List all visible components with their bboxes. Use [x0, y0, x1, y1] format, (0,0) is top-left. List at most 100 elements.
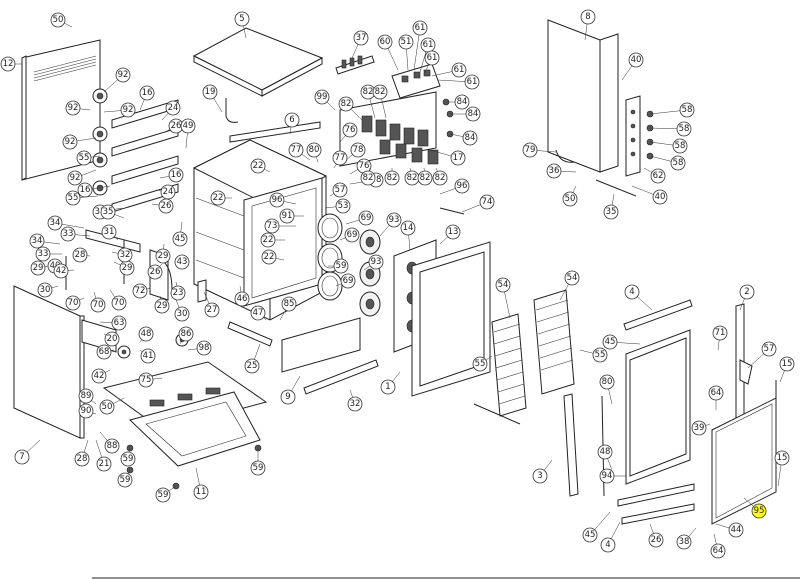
callout-bubble	[30, 260, 46, 276]
callout-label: 98	[199, 343, 210, 353]
callout-label: 80	[602, 377, 613, 387]
callout-bubble	[495, 277, 511, 293]
callout-22: 22	[250, 158, 271, 174]
callout-label: 55	[475, 359, 486, 369]
callout-label: 68	[99, 347, 110, 357]
callout-bubble	[670, 155, 686, 171]
callout-29: 29	[113, 260, 135, 276]
callout-label: 44	[731, 525, 742, 535]
callout-32: 32	[111, 247, 133, 263]
callout-bubble	[761, 341, 777, 357]
callout-bubble	[261, 249, 277, 265]
callout-bubble	[384, 170, 400, 186]
callout-bubble	[193, 484, 209, 500]
callout-label: 99	[317, 92, 328, 102]
callout-label: 4	[629, 287, 634, 297]
callout-42: 42	[53, 263, 75, 279]
callout-29: 29	[154, 295, 170, 314]
callout-31: 31	[101, 224, 119, 241]
callout-label: 3	[537, 471, 542, 481]
callout-41: 41	[139, 348, 156, 364]
callout-label: 85	[284, 299, 295, 309]
callout-label: 32	[350, 399, 361, 409]
callout-bubble	[72, 247, 88, 263]
callout-59: 59	[328, 258, 349, 274]
callout-82: 82	[360, 84, 376, 119]
callout-13: 13	[439, 224, 461, 245]
callout-57: 57	[747, 341, 777, 369]
callout-bubble	[333, 258, 349, 274]
callout-label: 96	[457, 181, 468, 191]
callout-bubble	[117, 472, 133, 488]
callout-4: 4	[624, 284, 653, 311]
callout-bubble	[78, 403, 94, 419]
strip-32	[303, 359, 379, 395]
callout-89: 89	[78, 388, 97, 405]
callout-label: 59	[158, 490, 169, 500]
callout-label: 29	[157, 301, 168, 311]
callout-bubble	[76, 150, 92, 166]
callout-bubble	[111, 295, 127, 311]
callout-55: 55	[76, 150, 101, 166]
callout-label: 34	[32, 236, 43, 246]
callout-40: 40	[631, 185, 668, 205]
callout-label: 96	[272, 195, 283, 205]
callout-77: 77	[288, 142, 311, 161]
callout-label: 42	[94, 371, 105, 381]
callout-bubble	[284, 112, 300, 128]
callout-label: 24	[163, 187, 174, 197]
callout-bubble	[104, 438, 120, 454]
callout-43: 43	[174, 254, 190, 270]
callout-label: 82	[375, 87, 386, 97]
callout-bubble	[104, 331, 120, 347]
callout-bubble	[628, 52, 644, 68]
callout-14: 14	[400, 220, 416, 251]
callout-82: 82	[417, 167, 433, 186]
callout-bubble	[99, 399, 115, 415]
callout-label: 15	[782, 359, 793, 369]
callout-94: 94	[599, 468, 626, 484]
callout-bubble	[204, 302, 220, 318]
callout-bubble	[100, 204, 116, 220]
callout-bubble	[412, 20, 428, 36]
callout-label: 38	[679, 537, 690, 547]
callout-bubble	[368, 254, 384, 270]
callout-label: 50	[53, 15, 64, 25]
callout-bubble	[260, 232, 276, 248]
callout-bubble	[377, 34, 393, 50]
callout-label: 78	[371, 175, 382, 185]
callout-label: 29	[33, 263, 44, 273]
callout-label: 71	[715, 328, 726, 338]
callout-44: 44	[715, 522, 744, 538]
callout-bubble	[624, 284, 640, 300]
callout-label: 84	[465, 133, 476, 143]
callout-1: 1	[380, 371, 401, 395]
callout-label: 50	[102, 402, 113, 412]
callout-label: 92	[70, 173, 81, 183]
callout-label: 55	[595, 350, 606, 360]
callout-bubble	[462, 130, 478, 146]
callout-bubble	[65, 100, 81, 116]
callout-bubble	[244, 358, 260, 374]
callout-label: 27	[207, 305, 218, 315]
callout-label: 57	[335, 185, 346, 195]
callout-label: 1	[385, 382, 390, 392]
callout-46: 46	[234, 285, 250, 307]
callout-23: 23	[170, 281, 186, 301]
callout-61: 61	[431, 62, 467, 78]
callout-label: 82	[407, 173, 418, 183]
callout-label: 16	[80, 185, 91, 195]
callout-bubble	[67, 170, 83, 186]
callout-label: 20	[107, 334, 118, 344]
callout-82: 82	[432, 167, 448, 186]
callout-70: 70	[65, 295, 85, 311]
callout-bubble	[172, 231, 188, 247]
callout-bubble	[691, 420, 707, 436]
callout-label: 36	[549, 166, 560, 176]
callout-bubble	[117, 247, 133, 263]
callout-22: 22	[260, 232, 285, 248]
callout-bubble	[47, 215, 63, 231]
callout-16: 16	[77, 182, 111, 198]
callout-label: 64	[713, 546, 724, 556]
callout-93: 93	[379, 212, 402, 237]
